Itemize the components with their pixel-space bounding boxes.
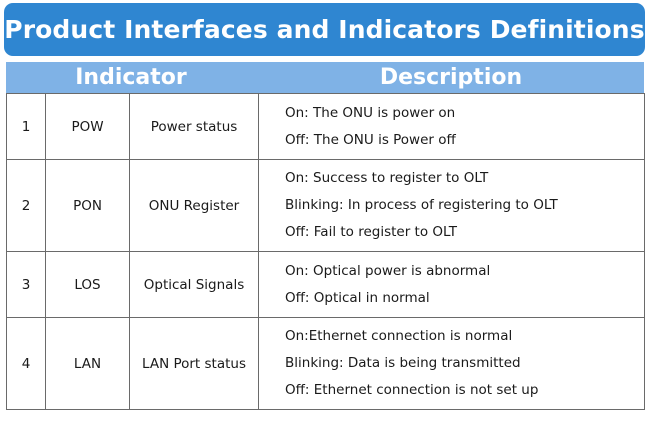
description-column-header: Description: [379, 65, 523, 90]
indicator-code: PON: [45, 159, 130, 252]
indicator-description: On: The ONU is power on Off: The ONU is …: [258, 93, 645, 160]
row-number: 3: [6, 251, 46, 318]
indicator-description: On:Ethernet connection is normal Blinkin…: [258, 317, 645, 410]
description-line: Off: Ethernet connection is not set up: [285, 382, 539, 398]
indicator-table: 1 POW Power status On: The ONU is power …: [6, 93, 645, 410]
indicator-code: LOS: [45, 251, 130, 318]
description-line: On: Success to register to OLT: [285, 170, 489, 186]
indicator-code: LAN: [45, 317, 130, 410]
table-row: 3 LOS Optical Signals On: Optical power …: [6, 251, 645, 318]
indicator-column-header: Indicator: [75, 65, 187, 90]
description-line: Off: The ONU is Power off: [285, 131, 456, 148]
table-row: 4 LAN LAN Port status On:Ethernet connec…: [6, 317, 645, 410]
indicator-name: Optical Signals: [129, 251, 259, 318]
description-line: On: Optical power is abnormal: [285, 262, 491, 279]
indicator-code: POW: [45, 93, 130, 160]
description-line: Off: Fail to register to OLT: [285, 224, 457, 240]
indicator-description: On: Optical power is abnormal Off: Optic…: [258, 251, 645, 318]
table-row: 2 PON ONU Register On: Success to regist…: [6, 159, 645, 252]
indicator-description: On: Success to register to OLT Blinking:…: [258, 159, 645, 252]
description-line: Blinking: Data is being transmitted: [285, 355, 521, 371]
title-banner: Product Interfaces and Indicators Defini…: [4, 3, 645, 56]
indicator-name: ONU Register: [129, 159, 259, 252]
indicator-name: Power status: [129, 93, 259, 160]
description-line: Blinking: In process of registering to O…: [285, 197, 558, 213]
table-row: 1 POW Power status On: The ONU is power …: [6, 93, 645, 160]
description-line: On:Ethernet connection is normal: [285, 328, 513, 344]
description-line: Off: Optical in normal: [285, 289, 430, 306]
page-title: Product Interfaces and Indicators Defini…: [4, 15, 645, 44]
table-header: Indicator Description: [6, 62, 644, 93]
description-line: On: The ONU is power on: [285, 104, 456, 121]
row-number: 1: [6, 93, 46, 160]
row-number: 2: [6, 159, 46, 252]
indicator-name: LAN Port status: [129, 317, 259, 410]
row-number: 4: [6, 317, 46, 410]
